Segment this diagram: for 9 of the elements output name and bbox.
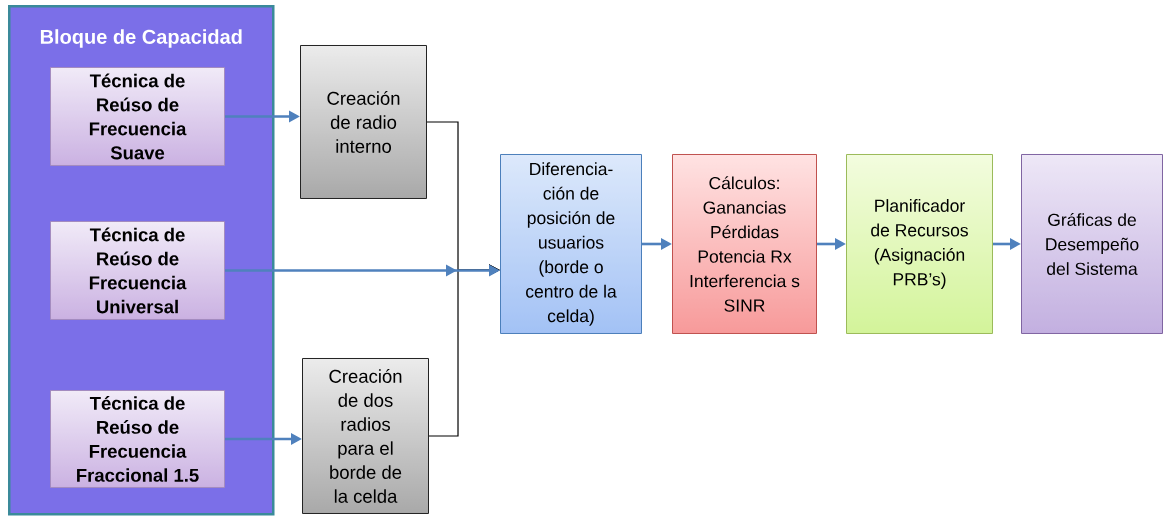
process-box: Diferencia- ción de posición de usuarios (borde o centro de la celda) (500, 154, 642, 334)
process-box: Gráficas de Desempeño del Sistema (1021, 154, 1163, 334)
technique-box: Técnica de Reúso de Frecuencia Fraccional 1.5 (50, 390, 225, 488)
process-box: Cálculos: Ganancias Pérdidas Potencia Rx Interferencia s SINR (672, 154, 817, 334)
process-box: Planificador de Recursos (Asignación PRB’s) (846, 154, 993, 334)
technique-box: Técnica de Reúso de Frecuencia Universal (50, 221, 225, 320)
process-box: Creación de dos radios para el borde de la celda (302, 358, 429, 514)
process-box: Creación de radio interno (300, 45, 427, 199)
technique-box: Técnica de Reúso de Frecuencia Suave (50, 67, 225, 166)
